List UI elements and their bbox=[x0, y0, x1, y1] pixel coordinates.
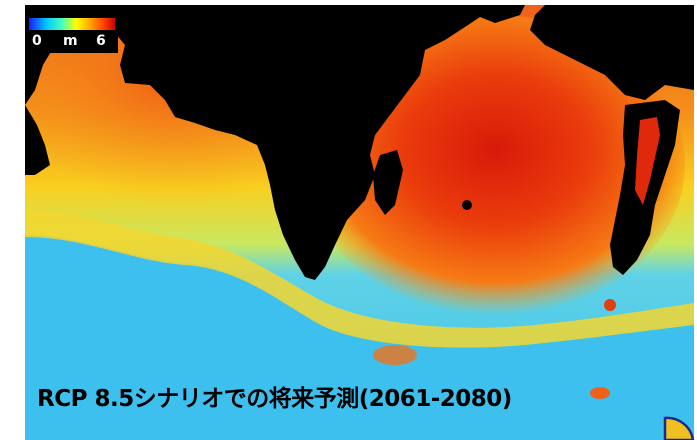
colorbar bbox=[29, 18, 115, 30]
map-graphic bbox=[25, 5, 694, 440]
hotspot bbox=[604, 299, 616, 311]
colorbar-legend: 0 m 6 bbox=[26, 15, 118, 53]
transition-band bbox=[25, 210, 694, 348]
wave-height-map bbox=[25, 5, 694, 440]
legend-min-label: 0 bbox=[32, 33, 42, 49]
pie-wedge-icon bbox=[663, 416, 695, 440]
figure-caption: RCP 8.5シナリオでの将来予測(2061-2080) bbox=[37, 386, 512, 412]
south-america-coast bbox=[25, 105, 50, 175]
legend-unit-label: m bbox=[63, 33, 78, 49]
hotspot-southeast bbox=[590, 387, 610, 399]
asia-landmass bbox=[530, 5, 694, 100]
hotspot-south bbox=[373, 345, 417, 365]
inner-basin bbox=[635, 117, 660, 205]
africa-landmass bbox=[25, 5, 525, 280]
madagascar-landmass bbox=[373, 150, 403, 215]
island bbox=[462, 200, 472, 210]
legend-max-label: 6 bbox=[96, 33, 106, 49]
